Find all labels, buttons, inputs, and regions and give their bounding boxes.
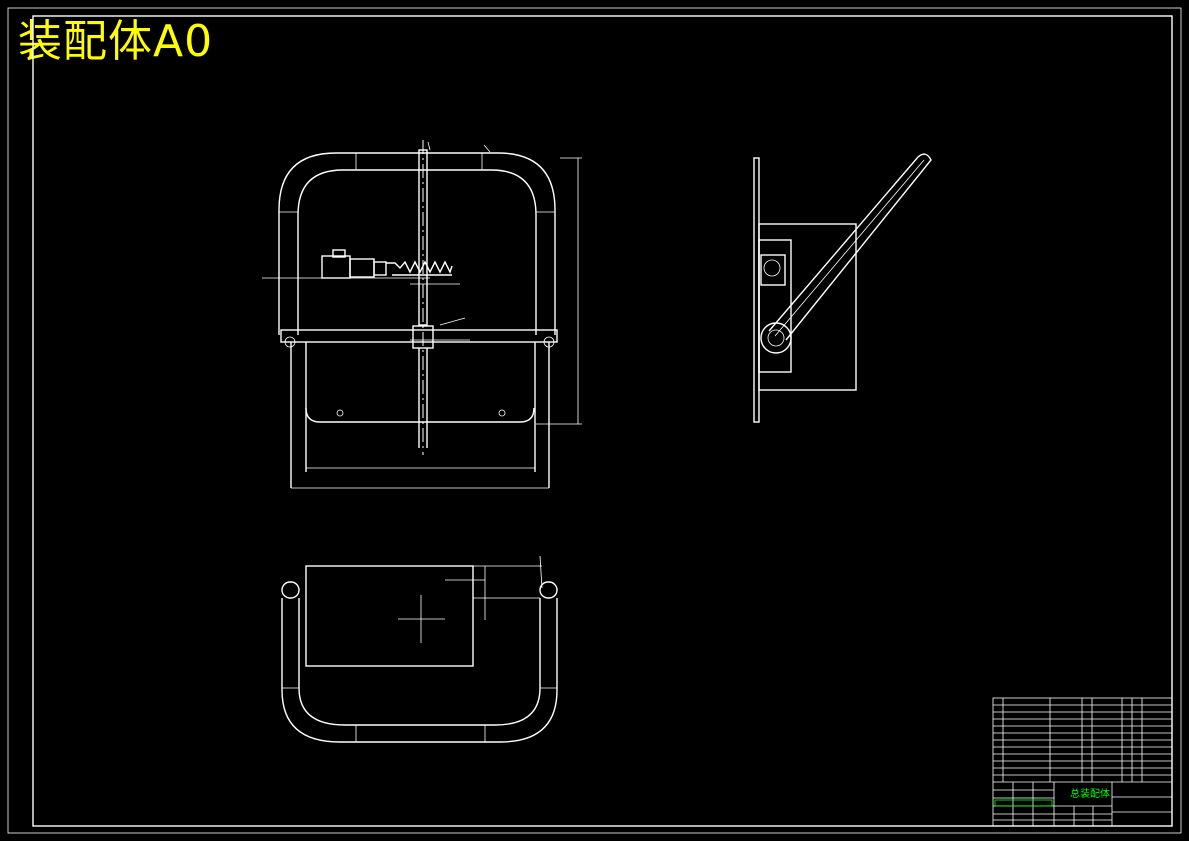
inner-frame	[32, 15, 1173, 827]
title-block: 总装配体	[992, 697, 1173, 827]
front-view	[262, 140, 582, 489]
top-view	[281, 555, 558, 743]
drawing-title: 装配体A0	[18, 16, 214, 67]
outer-border	[7, 7, 1182, 834]
title-block-drawing-name: 总装配体	[1070, 787, 1110, 800]
side-view	[753, 153, 932, 423]
